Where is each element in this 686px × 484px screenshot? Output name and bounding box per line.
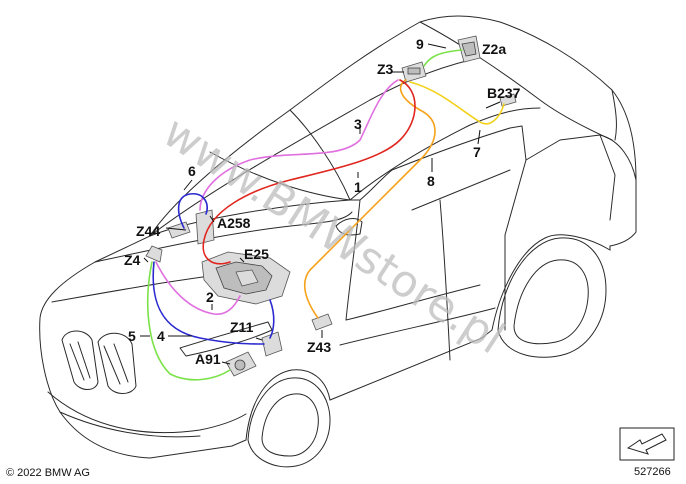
wires bbox=[146, 49, 505, 381]
label-b237: B237 bbox=[487, 85, 521, 101]
copyright-text: © 2022 BMW AG bbox=[6, 467, 90, 479]
component-parts bbox=[145, 35, 517, 377]
car-outline bbox=[39, 15, 637, 468]
wire-magenta-3 bbox=[199, 79, 399, 211]
wire-numbers: 9 7 8 3 1 6 2 5 4 bbox=[128, 36, 481, 344]
wire-magenta-2 bbox=[155, 261, 241, 315]
label-z11: Z11 bbox=[230, 319, 254, 335]
wire-yellow-7 bbox=[409, 81, 505, 125]
wire-number-8: 8 bbox=[427, 173, 435, 189]
direction-arrow-icon bbox=[619, 427, 675, 461]
label-z43: Z43 bbox=[307, 339, 331, 355]
label-z3: Z3 bbox=[377, 61, 394, 77]
wire-number-3: 3 bbox=[354, 116, 362, 132]
label-z44: Z44 bbox=[136, 223, 160, 239]
wire-blue-4 bbox=[152, 261, 265, 345]
wire-number-1: 1 bbox=[354, 179, 362, 195]
label-a91: A91 bbox=[195, 351, 221, 367]
label-z2a: Z2a bbox=[482, 41, 506, 57]
wire-green-5 bbox=[146, 261, 231, 381]
wire-blue-e25 bbox=[269, 299, 275, 339]
leader-lines bbox=[140, 43, 501, 365]
wire-number-5: 5 bbox=[128, 328, 136, 344]
label-z4: Z4 bbox=[124, 252, 141, 268]
wire-number-9: 9 bbox=[416, 36, 424, 52]
wire-red-1 bbox=[202, 79, 416, 265]
component-labels: Z2a Z3 B237 A258 Z44 E25 Z4 Z11 A91 Z43 bbox=[124, 41, 521, 367]
wire-number-6: 6 bbox=[188, 163, 196, 179]
wire-orange-8 bbox=[303, 79, 436, 319]
wire-blue-6 bbox=[177, 193, 208, 229]
wire-number-4: 4 bbox=[157, 328, 165, 344]
wire-green-9 bbox=[423, 49, 463, 67]
label-a258: A258 bbox=[217, 215, 251, 231]
wire-number-2: 2 bbox=[206, 289, 214, 305]
label-e25: E25 bbox=[244, 246, 269, 262]
diagram-number: 527266 bbox=[634, 466, 671, 478]
wire-number-7: 7 bbox=[473, 144, 481, 160]
